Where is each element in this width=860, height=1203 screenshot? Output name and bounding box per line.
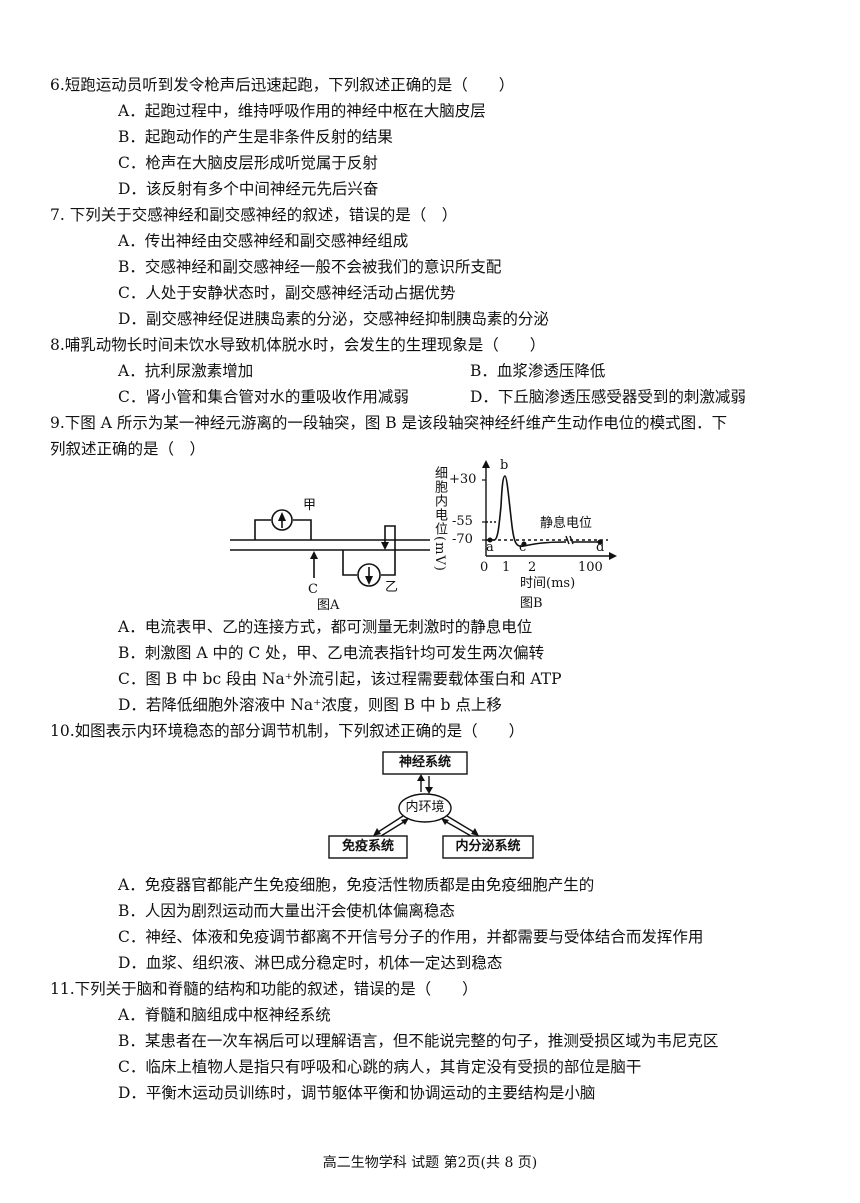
figure-b-ylabel: 细胞内电位(mV): [432, 466, 447, 572]
figure-b-xlabel: 时间(ms): [520, 576, 576, 591]
q6-option-a: A．起跑过程中，维持呼吸作用的神经中枢在大脑皮层: [118, 102, 486, 120]
meter-yi-electrode-icon: [381, 542, 389, 550]
figure-b: 细胞内电位(mV) +30 -55 -70 0 1 2 100 时间(ms) a…: [428, 456, 628, 616]
arrow-from-nervous-icon: [425, 787, 433, 794]
q6-stem: 6.短跑运动员听到发令枪声后迅速起跑，下列叙述正确的是（ ）: [50, 76, 515, 94]
figure-b-point-c: c: [519, 540, 527, 555]
figure-b-xtick-2: 2: [528, 560, 537, 575]
figure-b-xtick-0: 0: [480, 560, 489, 575]
q11-option-c: C．临床上植物人是指只有呼吸和心跳的病人，其肯定没有受损的部位是脑干: [118, 1058, 642, 1076]
q10-option-b: B．人因为剧烈运动而大量出汗会使机体偏离稳态: [118, 902, 455, 920]
arrow-from-immune-icon: [401, 818, 409, 825]
q8-option-d: D．下丘脑渗透压感受器受到的刺激减弱: [470, 388, 746, 406]
q9-option-d: D．若降低细胞外溶液中 Na⁺浓度，则图 B 中 b 点上移: [118, 696, 502, 714]
q9-stem-line2: 列叙述正确的是（ ）: [50, 440, 206, 458]
meter-yi-lead-left: [342, 550, 357, 576]
meter-yi-dial: [357, 563, 381, 587]
figure-b-xtick-1: 1: [502, 560, 511, 575]
q6-option-c: C．枪声在大脑皮层形成听觉属于反射: [118, 154, 378, 172]
q7-stem: 7. 下列关于交感神经和副交感神经的叙述，错误的是（ ）: [50, 206, 458, 224]
meter-jia-dial: [271, 509, 293, 531]
stimulus-c-arrowhead-icon: [310, 551, 318, 559]
q11-option-b: B．某患者在一次车祸后可以理解语言，但不能说完整的句子，推测受损区域为韦尼克区: [118, 1032, 719, 1050]
diagram-label-immune: 免疫系统: [341, 839, 394, 854]
q9-stem-line1: 9.下图 A 所示为某一神经元游离的一段轴突，图 B 是该段轴突神经纤维产生动作…: [50, 414, 728, 432]
figure-b-ytick-55: -55: [452, 514, 473, 529]
q8-option-a: A．抗利尿激素增加: [118, 362, 254, 380]
diagram-label-endocrine: 内分泌系统: [455, 839, 521, 854]
x-axis-arrow-icon: [609, 552, 617, 560]
arrow-to-endocrine-icon: [471, 828, 479, 836]
q7-option-d: D．副交感神经促进胰岛素的分泌，交感神经抑制胰岛素的分泌: [118, 310, 549, 328]
point-c-dot: [521, 541, 527, 547]
arrow-to-immune-icon: [373, 828, 381, 836]
meter-yi-lead-right: [381, 525, 396, 576]
q10-option-c: C．神经、体液和免疫调节都离不开信号分子的作用，并都需要与受体结合而发挥作用: [118, 928, 704, 946]
q7-option-c: C．人处于安静状态时，副交感神经活动占据优势: [118, 284, 456, 302]
q9-option-c: C．图 B 中 bc 段由 Na⁺外流引起，该过程需要载体蛋白和 ATP: [118, 670, 562, 688]
box-nervous-system: [382, 751, 468, 775]
diagram-label-nervous: 神经系统: [398, 755, 451, 770]
regulation-diagram: 神经系统 内环境 免疫系统 内分泌系统: [325, 750, 535, 862]
q9-option-b: B．刺激图 A 中的 C 处，甲、乙电流表指针均可发生两次偏转: [118, 644, 545, 662]
box-immune-system: [328, 835, 408, 859]
q11-option-a: A．脊髓和脑组成中枢神经系统: [118, 1006, 331, 1024]
figure-b-caption: 图B: [520, 596, 543, 611]
action-potential-curve: [486, 475, 600, 548]
regulation-diagram-arrows: [328, 751, 534, 859]
ellipse-internal-environment: [398, 793, 452, 823]
figure-b-ytick-30: +30: [449, 472, 477, 487]
figure-a: 甲 乙 C 图A: [225, 490, 435, 615]
q9-option-a: A．电流表甲、乙的连接方式，都可测量无刺激时的静息电位: [118, 618, 533, 636]
page-footer: 高二生物学科 试题 第2页(共 8 页): [322, 1155, 538, 1171]
diagram-label-internal: 内环境: [405, 800, 445, 815]
point-a-dot: [487, 537, 493, 543]
q8-option-b: B．血浆渗透压降低: [470, 362, 606, 380]
q7-option-a: A．传出神经由交感神经和副交感神经组成: [118, 232, 409, 250]
q8-stem: 8.哺乳动物长时间未饮水导致机体脱水时，会发生的生理现象是（ ）: [50, 336, 546, 354]
meter-jia-lead-right: [293, 519, 312, 540]
arrow-to-nervous-icon: [417, 774, 425, 781]
q6-option-d: D．该反射有多个中间神经元先后兴奋: [118, 180, 379, 198]
figure-a-label-yi: 乙: [385, 580, 399, 595]
figure-b-point-d: d: [596, 540, 605, 555]
arrow-from-endocrine-icon: [441, 818, 449, 825]
q10-stem: 10.如图表示内环境稳态的部分调节机制，下列叙述正确的是（ ）: [50, 722, 525, 740]
box-endocrine-system: [442, 835, 534, 859]
figure-a-label-c: C: [308, 582, 318, 597]
figure-b-resting-label: 静息电位: [540, 516, 593, 531]
q11-stem: 11.下列关于脑和脊髓的结构和功能的叙述，错误的是（ ）: [50, 980, 478, 998]
q10-option-d: D．血浆、组织液、淋巴成分稳定时，机体一定达到稳态: [118, 954, 503, 972]
figure-a-caption: 图A: [317, 598, 340, 613]
figure-b-point-a: a: [486, 540, 494, 555]
figure-a-drawing: [230, 509, 430, 587]
q11-option-d: D．平衡木运动员训练时，调节躯体平衡和协调运动的主要结构是小脑: [118, 1084, 596, 1102]
meter-jia-lead-left: [254, 519, 271, 540]
y-axis-arrow-icon: [482, 460, 490, 468]
q7-option-b: B．交感神经和副交感神经一般不会被我们的意识所支配: [118, 258, 502, 276]
point-d-dot: [597, 539, 603, 545]
figure-b-xtick-100: 100: [578, 560, 603, 575]
figure-b-ytick-70: -70: [452, 532, 473, 547]
figure-b-plot: [482, 460, 617, 560]
figure-b-point-b: b: [500, 458, 509, 473]
q8-option-c: C．肾小管和集合管对水的重吸收作用减弱: [118, 388, 409, 406]
q10-option-a: A．免疫器官都能产生免疫细胞，免疫活性物质都是由免疫细胞产生的: [118, 876, 595, 894]
q6-option-b: B．起跑动作的产生是非条件反射的结果: [118, 128, 393, 146]
figure-a-label-jia: 甲: [303, 498, 317, 513]
